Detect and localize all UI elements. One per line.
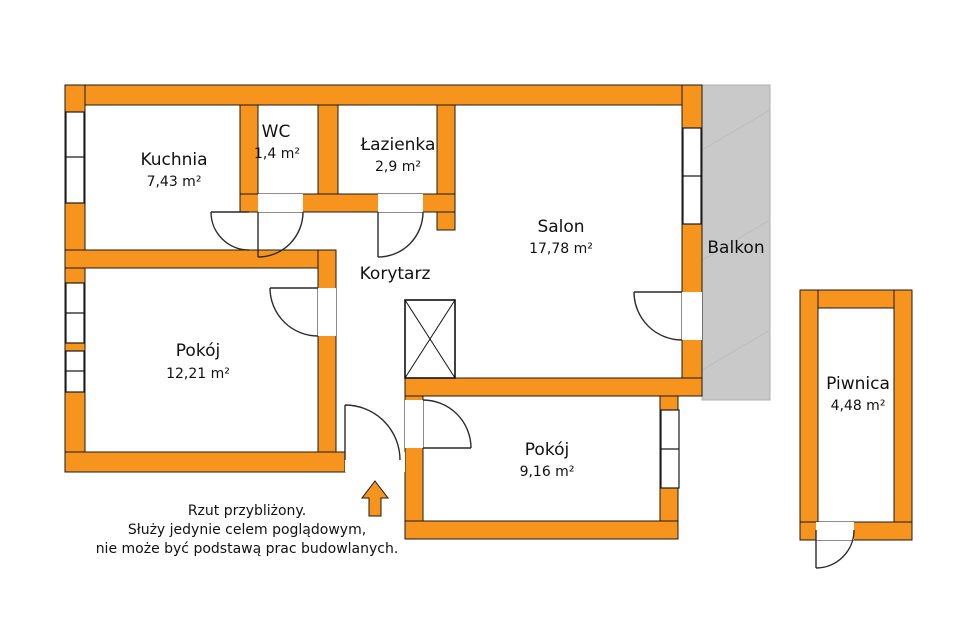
balcony-hatch-line xyxy=(701,109,771,151)
pokoj2-door-swing xyxy=(422,399,472,449)
lazienka-name-label: Łazienka xyxy=(360,135,436,155)
salon-name-label: Salon xyxy=(537,217,584,237)
piwnica-name-label: Piwnica xyxy=(826,374,890,394)
entrance-door-swing xyxy=(344,404,401,461)
wall-top xyxy=(64,84,703,106)
lazienka-door-swing xyxy=(377,211,424,258)
pokoj2-area-label: 9,16 m² xyxy=(520,464,575,480)
cellar-wall-right xyxy=(893,289,913,541)
cellar-wall-left xyxy=(799,289,819,541)
balcony-door-opening xyxy=(682,292,702,340)
wc-door-swing xyxy=(257,211,304,258)
balcony-hatch-line xyxy=(701,329,771,371)
cellar-door-swing xyxy=(815,529,855,569)
balcony-area xyxy=(701,84,771,401)
door-openings xyxy=(258,194,854,540)
cellar-walls xyxy=(799,289,913,541)
lazienka-door-opening xyxy=(378,194,423,212)
disclaimer-line-1: Rzut przybliżony. xyxy=(188,503,306,519)
wc-door-opening xyxy=(258,194,303,212)
windows xyxy=(65,111,702,489)
pokoj1-area-label: 12,21 m² xyxy=(166,366,230,382)
pokoj1-door-opening xyxy=(318,288,336,336)
balcony-floor xyxy=(701,84,771,401)
wc-name-label: WC xyxy=(262,122,291,142)
disclaimer-line-3: nie może być podstawą prac budowlanych. xyxy=(96,541,399,557)
kuchnia-name-label: Kuchnia xyxy=(140,150,207,170)
entrance-door-opening xyxy=(345,452,405,472)
piwnica-area-label: 4,48 m² xyxy=(831,398,886,414)
salon-area-label: 17,78 m² xyxy=(529,241,593,257)
disclaimer: Rzut przybliżony. Służy jedynie celem po… xyxy=(96,503,399,557)
balkon-name-label: Balkon xyxy=(707,238,764,258)
wall-pokoj-corridor xyxy=(317,249,337,453)
pokoj1-name-label: Pokój xyxy=(176,341,220,361)
room-labels: Kuchnia 7,43 m² WC 1,4 m² Łazienka 2,9 m… xyxy=(140,122,889,480)
shaft-symbol xyxy=(404,299,456,379)
door-swings xyxy=(210,211,855,569)
kuchnia-door-swing xyxy=(210,211,250,251)
wc-area-label: 1,4 m² xyxy=(254,146,300,162)
pokoj1-door-swing xyxy=(269,287,319,337)
wall-bottom-left xyxy=(64,451,346,473)
wall-pokoj2-bottom xyxy=(404,520,679,540)
pokoj2-door-opening xyxy=(405,400,423,448)
korytarz-name-label: Korytarz xyxy=(360,264,431,284)
wall-salon-bottom xyxy=(404,377,703,397)
disclaimer-line-2: Służy jedynie celem poglądowym, xyxy=(128,522,366,538)
pokoj2-name-label: Pokój xyxy=(525,440,569,460)
entrance-arrow-icon xyxy=(360,480,390,517)
cellar-door-opening xyxy=(816,522,854,540)
balcony-hatch-line xyxy=(701,219,771,261)
balcony-door-swing xyxy=(633,291,683,341)
lazienka-area-label: 2,9 m² xyxy=(375,159,421,175)
kuchnia-area-label: 7,43 m² xyxy=(147,174,202,190)
wall-kuchnia-pokoj xyxy=(64,249,337,269)
shaft-diagonal xyxy=(404,299,456,379)
